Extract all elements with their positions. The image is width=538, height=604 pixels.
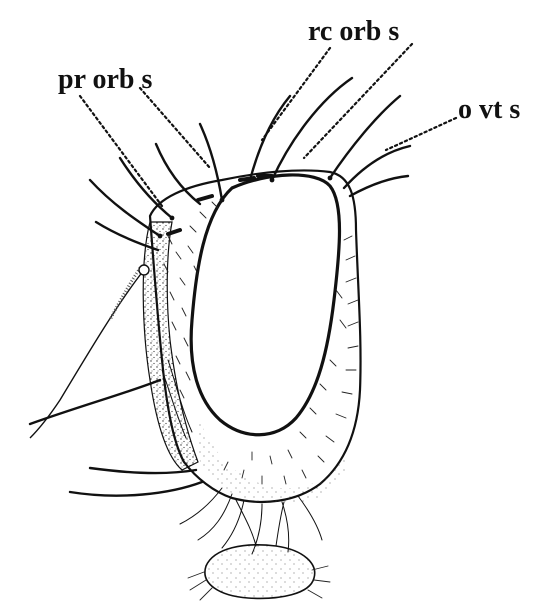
proclinate-orbital-seta-2 xyxy=(120,158,172,218)
outer-vertical-seta xyxy=(330,96,400,178)
proboscis xyxy=(205,545,315,599)
leader-pr-orb-s-a xyxy=(80,96,162,206)
leader-pr-orb-s-b xyxy=(140,88,210,168)
mouth-edge xyxy=(236,500,284,546)
leader-o-vt-s xyxy=(386,118,456,150)
antenna-base-icon xyxy=(139,265,149,275)
inner-vertical-seta xyxy=(344,146,410,188)
compound-eye xyxy=(191,175,339,435)
label-pr-orb-s: pr orb s xyxy=(58,64,152,95)
leader-rc-orb-s-a xyxy=(262,48,330,140)
postocular-seta xyxy=(350,176,408,196)
frontal-seta-2 xyxy=(156,144,200,204)
lower-facial-seta-1 xyxy=(30,380,160,424)
vibrissa-1 xyxy=(70,482,202,496)
arista xyxy=(30,270,144,438)
label-o-vt-s: o vt s xyxy=(458,94,520,125)
label-rc-orb-s: rc orb s xyxy=(308,16,399,47)
arista-base xyxy=(110,268,140,320)
